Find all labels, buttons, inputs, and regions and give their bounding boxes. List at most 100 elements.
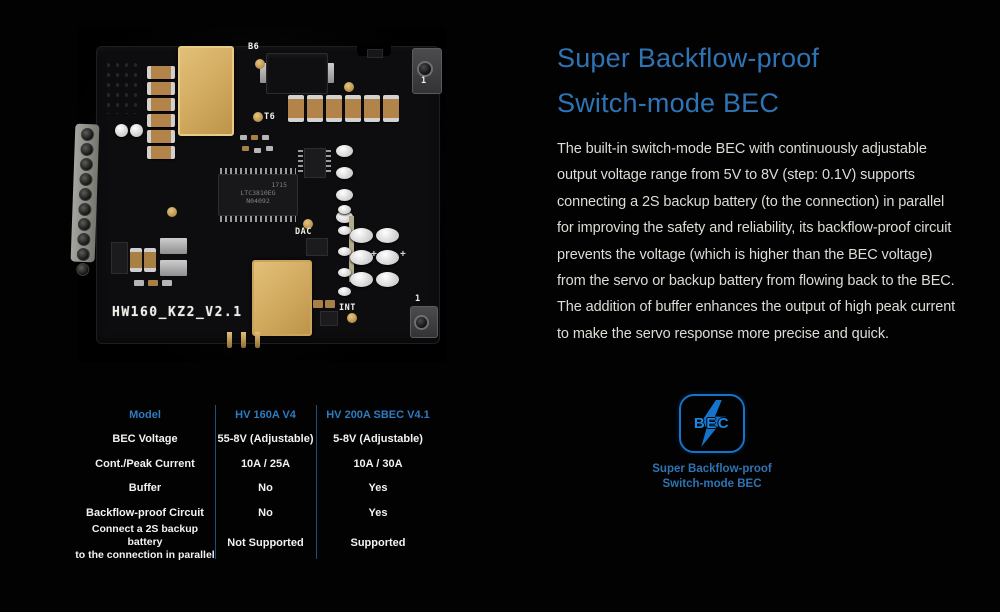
solder-pad <box>338 287 351 296</box>
capacitor <box>147 130 175 143</box>
capacitor <box>147 98 175 111</box>
test-point <box>344 82 354 92</box>
cell-value: 55-8V (Adjustable) <box>217 432 314 445</box>
smd-pad <box>160 260 187 276</box>
regulator-chip: 1715 LTC3810EG N04092 <box>218 174 298 216</box>
row-label-line: to the connection in parallel <box>75 549 215 561</box>
pcb-label-int: INT <box>339 303 356 313</box>
test-point <box>303 219 313 229</box>
smd-component <box>162 280 172 286</box>
servo-pad <box>350 272 373 287</box>
comparison-table: Model HV 160A V4 HV 200A SBEC V4.1 BEC V… <box>75 404 440 562</box>
capacitor <box>147 114 175 127</box>
solder-pad <box>336 211 353 223</box>
paragraph-line: to make the servo response more precise … <box>557 325 889 342</box>
row-label: Connect a 2S backup battery to the conne… <box>75 523 215 562</box>
gold-power-pad <box>178 46 234 136</box>
badge-caption-line-2: Switch-mode BEC <box>662 478 762 490</box>
test-point <box>255 59 265 69</box>
solder-pad <box>338 205 351 214</box>
solder-pad <box>336 167 353 179</box>
transistor <box>320 311 338 326</box>
servo-pad <box>350 228 373 243</box>
row-label: Backflow-proof Circuit <box>86 506 204 519</box>
smd-pad <box>160 238 187 254</box>
capacitor <box>288 95 304 122</box>
bec-badge-label: BEC <box>693 415 731 432</box>
smd-component <box>306 238 328 256</box>
solder-pad <box>336 145 353 157</box>
heading-line-1: Super Backflow-proof <box>557 43 820 73</box>
row-label: Buffer <box>128 482 162 494</box>
solder-pad <box>336 189 353 201</box>
pcb-label-t6: T6 <box>264 112 276 122</box>
column-header-hv160a: HV 160A V4 <box>235 409 296 421</box>
cell-value: Not Supported <box>227 536 304 549</box>
description-paragraph: The built-in switch-mode BEC with contin… <box>557 136 957 347</box>
screw-hole <box>414 315 429 330</box>
solder-pad <box>115 124 128 137</box>
table-row: Cont./Peak Current 10A / 25A 10A / 30A <box>75 451 440 476</box>
column-header-hv200a: HV 200A SBEC V4.1 <box>326 409 430 421</box>
component-terminal <box>260 63 268 83</box>
gold-pin <box>255 332 260 348</box>
mounting-tab <box>410 306 438 338</box>
capacitor <box>130 248 142 272</box>
paragraph-line: for improving the safety and reliability… <box>557 220 952 237</box>
solder-pad <box>338 247 351 256</box>
chip-marking: N04092 <box>246 197 270 205</box>
smd-component <box>251 135 258 140</box>
smd-component <box>111 242 128 274</box>
small-ic <box>304 148 326 178</box>
servo-pad <box>350 250 373 265</box>
paragraph-line: output voltage range from 5V to 8V (step… <box>557 167 915 184</box>
test-point <box>347 313 357 323</box>
badge-caption: Super Backflow-proof Switch-mode BEC <box>597 462 827 492</box>
capacitor <box>147 146 175 159</box>
gold-power-pad <box>252 260 312 336</box>
cell-value: 10A / 25A <box>240 457 291 470</box>
pcb-model-silkscreen: HW160_KZ2_V2.1 <box>112 305 243 320</box>
capacitor <box>364 95 380 122</box>
ic-pins <box>298 150 303 174</box>
paragraph-line: The built-in switch-mode BEC with contin… <box>557 141 927 157</box>
pcb-label-b6: B6 <box>248 42 260 52</box>
plus-marking: + <box>400 249 406 260</box>
cell-value: Supported <box>350 536 406 549</box>
section-heading: Super Backflow-proof Switch-mode BEC <box>557 44 819 134</box>
smd-component <box>325 300 335 308</box>
capacitor <box>383 95 399 122</box>
gold-pin <box>227 332 232 348</box>
chip-marking: 1715 <box>271 181 287 189</box>
capacitor <box>144 248 156 272</box>
cell-value: Yes <box>368 506 388 519</box>
ic-pins <box>220 216 296 222</box>
ic-pins <box>220 168 296 174</box>
table-divider <box>215 405 216 559</box>
capacitor <box>307 95 323 122</box>
smd-component <box>313 300 323 308</box>
pcb-trace <box>349 216 354 282</box>
plus-marking: + <box>371 249 377 260</box>
screw-hole <box>417 61 433 77</box>
cell-value: 10A / 30A <box>353 457 403 470</box>
row-label-line: Connect a 2S backup battery <box>91 523 199 548</box>
smd-component <box>254 148 261 153</box>
table-row: BEC Voltage 55-8V (Adjustable) 5-8V (Adj… <box>75 426 440 451</box>
solder-pad <box>338 268 351 277</box>
via-grid <box>104 60 138 114</box>
power-fet <box>266 53 328 94</box>
ic-pins <box>326 150 331 174</box>
pin-connector <box>70 123 100 277</box>
smd-component <box>148 280 158 286</box>
cell-value: No <box>258 506 273 519</box>
pcb-photo: 1 1 <box>70 28 446 362</box>
component-terminal <box>326 63 334 83</box>
bec-badge-icon: BEC <box>679 394 745 453</box>
smd-component <box>240 135 247 140</box>
table-row: Connect a 2S backup battery to the conne… <box>75 523 440 562</box>
servo-pad <box>376 228 399 243</box>
table-header-row: Model HV 160A V4 HV 200A SBEC V4.1 <box>75 404 440 426</box>
solder-pad <box>130 124 143 137</box>
pcb-label-1-bottom: 1 <box>415 294 421 304</box>
